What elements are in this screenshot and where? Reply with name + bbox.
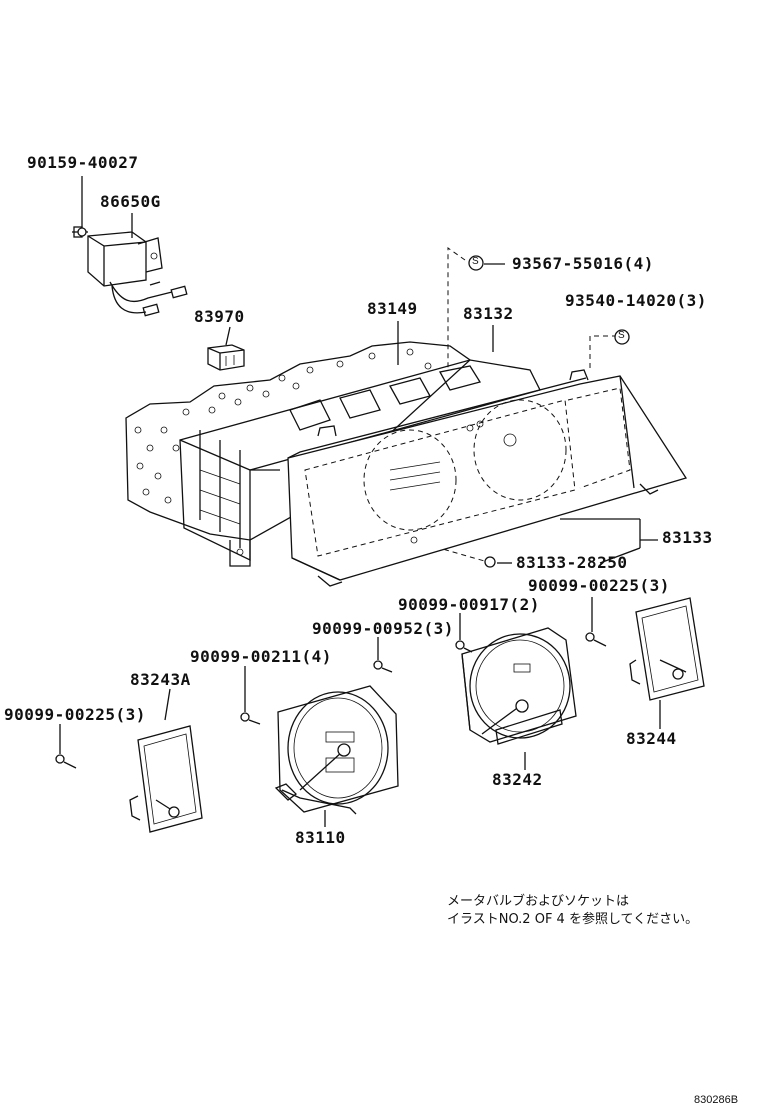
label-90099-00952[interactable]: 90099-00952(3) — [312, 619, 454, 638]
screw-symbol-1 — [468, 255, 484, 271]
label-83132[interactable]: 83132 — [463, 304, 514, 323]
part-83133-glass-hood — [287, 369, 688, 587]
part-86650G-relay — [72, 226, 188, 317]
part-83242-tachometer — [461, 627, 577, 745]
label-83970[interactable]: 83970 — [194, 307, 245, 326]
part-83132-housing — [179, 359, 541, 567]
label-83244[interactable]: 83244 — [626, 729, 677, 748]
label-83110[interactable]: 83110 — [295, 828, 346, 847]
screw-90099-00952 — [373, 660, 393, 673]
label-90099-00225-left[interactable]: 90099-00225(3) — [4, 705, 146, 724]
screw-90159-40027 — [77, 227, 87, 237]
part-83149-printed-circuit — [125, 341, 472, 541]
part-83244-temp-gauge — [629, 597, 705, 701]
note-line-1: メータバルブおよびソケットは — [447, 894, 630, 909]
label-86650G[interactable]: 86650G — [100, 192, 161, 211]
note-line-2: イラストNO.2 OF 4 を参照してください。 — [447, 912, 699, 927]
screw-90099-00225-left — [55, 754, 77, 769]
label-83243A[interactable]: 83243A — [130, 670, 191, 689]
label-90099-00917[interactable]: 90099-00917(2) — [398, 595, 540, 614]
diagram-code: 830286B — [694, 1094, 739, 1106]
label-93540-14020[interactable]: 93540-14020(3) — [565, 291, 707, 310]
label-83133[interactable]: 83133 — [662, 528, 713, 547]
screw-symbol-2-letter: S — [618, 330, 625, 341]
label-83242[interactable]: 83242 — [492, 770, 543, 789]
screw-symbol-2 — [614, 329, 630, 345]
screw-90099-00917 — [455, 640, 473, 653]
leader-lines — [59, 176, 661, 827]
screw-symbol-1-letter: S — [472, 256, 479, 267]
part-83243A-fuel-gauge — [129, 725, 203, 833]
label-90099-00225-right[interactable]: 90099-00225(3) — [528, 576, 670, 595]
label-90159-40027[interactable]: 90159-40027 — [27, 153, 139, 172]
part-83110-speedometer — [274, 685, 399, 815]
part-83970-connector — [207, 344, 245, 371]
label-83133-28250[interactable]: 83133-28250 — [516, 553, 628, 572]
label-93567-55016[interactable]: 93567-55016(4) — [512, 254, 654, 273]
screw-90099-00225-right — [585, 632, 607, 647]
label-90099-00211[interactable]: 90099-00211(4) — [190, 647, 332, 666]
screw-90099-00211 — [240, 712, 261, 725]
label-83149[interactable]: 83149 — [367, 299, 418, 318]
